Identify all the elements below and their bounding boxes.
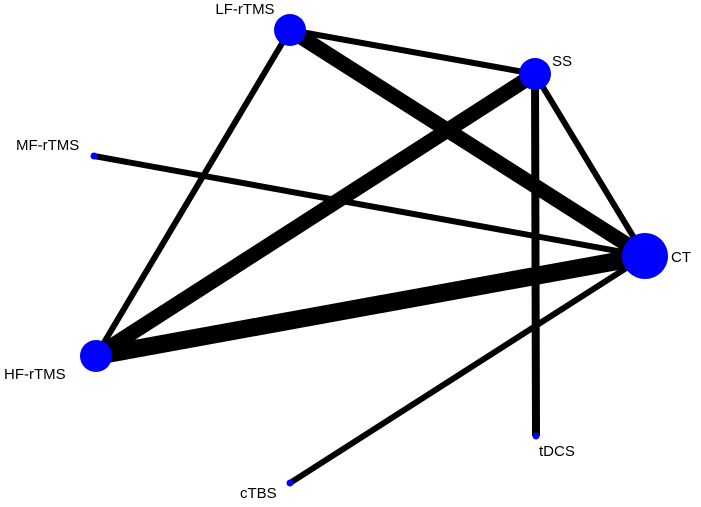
edge-ss-tdcs xyxy=(531,73,540,437)
labels-layer: LF-rTMS SS MF-rTMS CT HF-rTMS tDCS cTBS xyxy=(4,1,691,502)
node-ctbs xyxy=(286,479,294,487)
node-label-tdcs: tDCS xyxy=(539,443,575,460)
node-tdcs xyxy=(532,432,540,440)
edge-lf-rtms-hf-rtms xyxy=(93,28,293,358)
node-hf-rtms xyxy=(80,340,112,372)
node-label-ss: SS xyxy=(552,53,572,70)
edge-mf-rtms-ct xyxy=(93,153,646,259)
edge-ss-ct xyxy=(532,72,648,258)
node-label-mf-rtms: MF-rTMS xyxy=(16,137,79,154)
edge-ctbs-ct xyxy=(288,253,647,486)
node-mf-rtms xyxy=(90,152,98,160)
node-ct xyxy=(622,233,668,279)
node-ss xyxy=(519,58,551,90)
node-label-ctbs: cTBS xyxy=(240,485,277,502)
edges-layer xyxy=(91,23,650,486)
node-label-hf-rtms: HF-rTMS xyxy=(4,366,66,383)
node-label-lf-rtms: LF-rTMS xyxy=(215,1,274,18)
node-lf-rtms xyxy=(274,14,306,46)
node-label-ct: CT xyxy=(671,249,691,266)
edge-lf-rtms-ct xyxy=(285,23,650,263)
edge-hf-rtms-ct xyxy=(94,247,647,365)
nodes-layer xyxy=(80,14,668,487)
edge-lf-rtms-ss xyxy=(289,27,536,77)
edge-ss-hf-rtms xyxy=(91,67,540,363)
